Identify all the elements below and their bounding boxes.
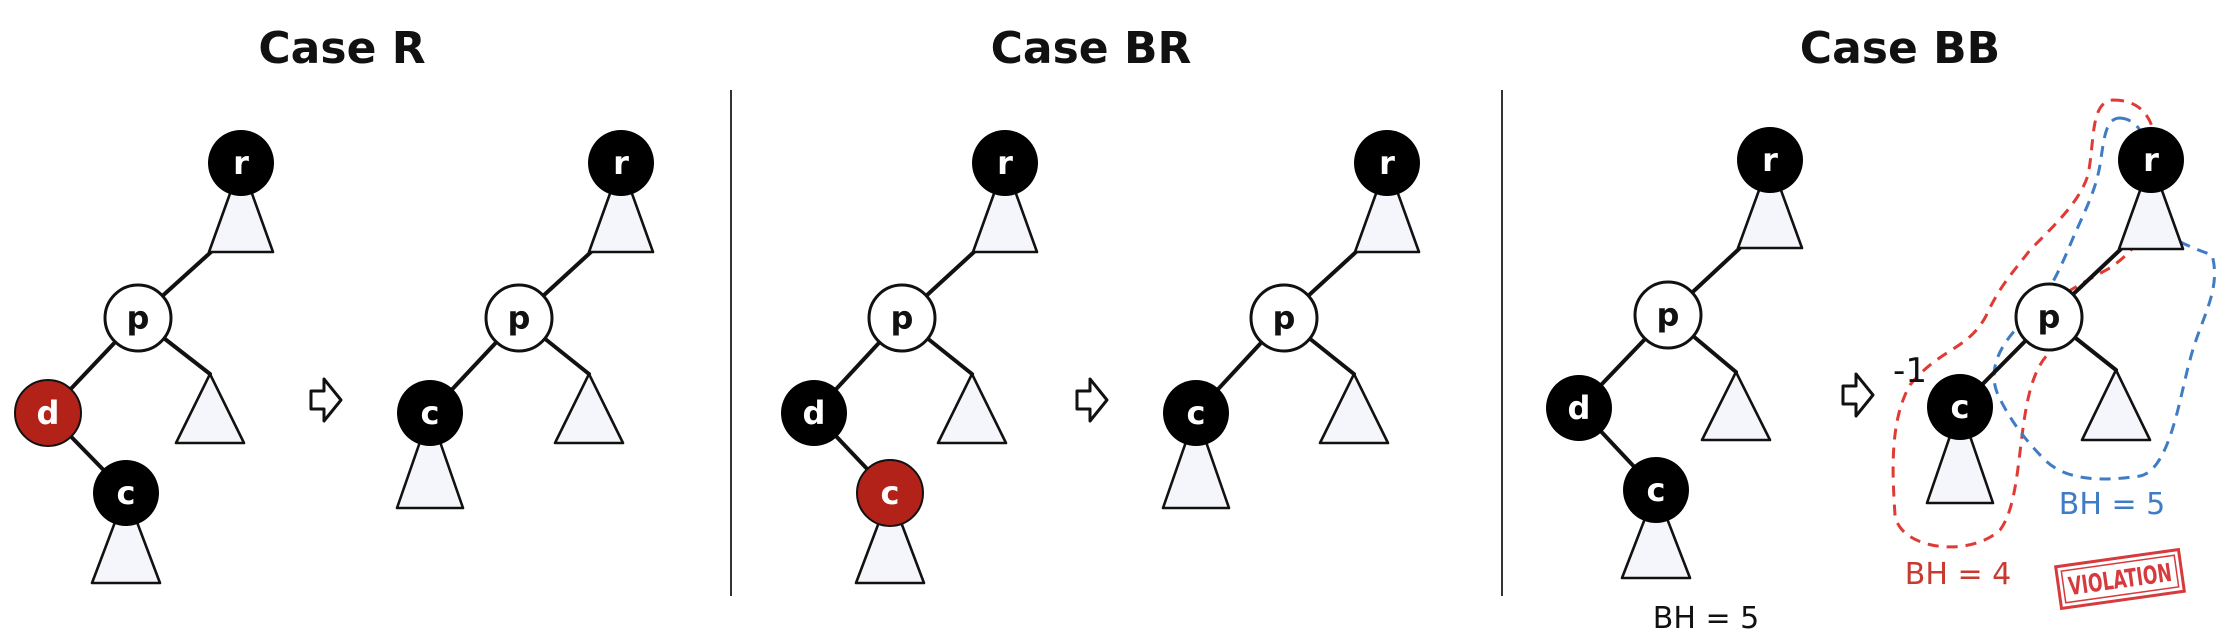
node-p-label: p [2038, 298, 2061, 336]
transform-arrow-icon [1841, 372, 1875, 418]
case-br: Case BR r p d c [781, 23, 1421, 585]
subtree-triangle [395, 411, 465, 510]
case-bb: Case BB r p d c [1546, 23, 2217, 636]
subtree-triangle [936, 372, 1008, 445]
transform-arrow-icon [309, 377, 343, 423]
transform-arrow-icon [1075, 377, 1109, 423]
subtree-triangle [1700, 370, 1772, 442]
subtree-triangle [90, 491, 162, 585]
node-r-label: r [1379, 144, 1395, 182]
node-p-label: p [891, 299, 914, 337]
node-c: c [397, 380, 463, 446]
node-c-label: c [1647, 471, 1666, 509]
subtree-triangle [1161, 411, 1231, 510]
node-d-red: d [14, 379, 82, 447]
red-black-height-label: BH = 4 [1905, 557, 2011, 592]
node-c: c [1623, 457, 1689, 523]
case-r-title: Case R [258, 23, 425, 74]
node-c-label: c [117, 474, 136, 512]
node-p: p [1249, 283, 1319, 353]
node-c: c [93, 460, 159, 526]
subtree-triangle [2117, 158, 2185, 251]
node-r-label: r [1762, 141, 1778, 179]
node-c-label: c [421, 394, 440, 432]
node-d-label: d [803, 394, 826, 432]
node-r: r [972, 130, 1038, 196]
node-c-red: c [856, 459, 924, 527]
node-p: p [484, 283, 554, 353]
subtree-triangle [1318, 372, 1390, 445]
subtree-triangle [587, 161, 655, 254]
node-p: p [2014, 282, 2084, 352]
black-height-label: BH = 5 [1653, 601, 1759, 636]
subtree-triangle [971, 161, 1039, 254]
subtree-triangle [854, 491, 926, 585]
node-r-label: r [997, 144, 1013, 182]
node-r: r [1354, 130, 1420, 196]
subtree-triangle [1736, 158, 1804, 250]
node-r: r [2118, 127, 2184, 193]
subtree-triangle [1620, 488, 1692, 580]
node-p-label: p [127, 299, 150, 337]
node-d: d [1546, 375, 1612, 441]
node-r-label: r [233, 144, 249, 182]
subtree-triangle [1925, 405, 1995, 505]
node-p: p [867, 283, 937, 353]
node-d-label: d [1568, 389, 1591, 427]
node-c-label: c [1187, 394, 1206, 432]
node-p-label: p [1657, 296, 1680, 334]
case-bb-after-tree: r p c -1 BH = 5 BH = 4 VIOLATION [1891, 98, 2217, 611]
node-r: r [1737, 127, 1803, 193]
node-r: r [208, 130, 274, 196]
node-r: r [588, 130, 654, 196]
subtree-triangle [553, 372, 625, 445]
blue-black-height-label: BH = 5 [2059, 487, 2165, 522]
case-bb-title: Case BB [1800, 23, 2000, 74]
blue-path-outline [1992, 116, 2217, 481]
case-br-before-tree: r p d c [781, 130, 1039, 585]
case-br-title: Case BR [991, 23, 1192, 74]
subtree-triangle [207, 161, 275, 254]
subtree-triangle [174, 372, 246, 445]
node-c-label: c [1951, 388, 1970, 426]
node-d-label: d [37, 394, 60, 432]
node-p-label: p [1273, 299, 1296, 337]
case-bb-before-tree: r p d c BH = 5 [1546, 127, 1804, 636]
case-r: Case R r p d c [14, 23, 655, 585]
node-c-label: c [881, 474, 900, 512]
case-r-before-tree: r p d c [14, 130, 275, 585]
node-c: c [1927, 374, 1993, 440]
black-height-delta-label: -1 [1893, 351, 1927, 391]
case-r-after-tree: r p c [395, 130, 655, 510]
node-p: p [103, 283, 173, 353]
node-c: c [1163, 380, 1229, 446]
case-br-after-tree: r p c [1161, 130, 1421, 510]
red-path-outline [1891, 98, 2159, 549]
node-r-label: r [2143, 141, 2159, 179]
subtree-triangle [2080, 368, 2152, 442]
node-p-label: p [508, 299, 531, 337]
subtree-triangle [1353, 161, 1421, 254]
node-r-label: r [613, 144, 629, 182]
violation-stamp: VIOLATION [2053, 547, 2187, 611]
node-d: d [781, 380, 847, 446]
node-p: p [1633, 280, 1703, 350]
